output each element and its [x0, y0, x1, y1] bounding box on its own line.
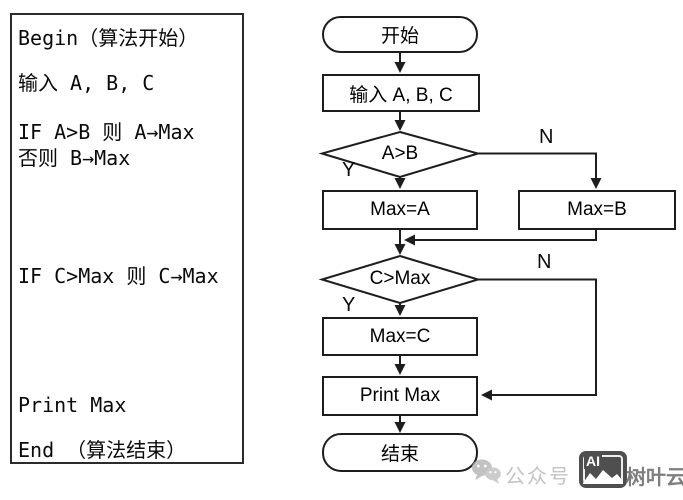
arrowhead-left-icon [404, 234, 415, 246]
max-b-process-box: Max=B [518, 190, 676, 230]
arrowhead-down-icon [394, 62, 406, 73]
edge-decision2-no [478, 278, 597, 396]
pseudocode-line: End （算法结束） [18, 438, 187, 462]
pseudocode-line: IF A>B 则 A→Max [18, 120, 195, 144]
print-max-label: Print Max [359, 385, 441, 406]
pseudocode-line: Print Max [18, 393, 127, 417]
pseudocode-line: 输入 A, B, C [18, 71, 155, 95]
start-label: 开始 [380, 26, 419, 47]
arrowhead-down-icon [394, 244, 406, 255]
pseudocode-line: 否则 B→Max [18, 146, 131, 170]
arrowhead-down-icon [394, 305, 406, 316]
max-b-label: Max=B [567, 199, 627, 220]
arrowhead-down-icon [394, 364, 406, 375]
input-process-box: 输入 A, B, C [322, 74, 480, 112]
end-terminal: 结束 [322, 433, 478, 472]
branch-no-label: N [537, 251, 552, 273]
arrowhead-down-icon [394, 422, 406, 433]
start-terminal: 开始 [322, 16, 478, 53]
max-c-label: Max=C [369, 325, 431, 347]
decision-cmax-label: C>Max [369, 267, 431, 289]
input-label: 输入 A, B, C [349, 84, 453, 106]
branch-yes-label: Y [342, 294, 356, 316]
pseudocode-line: Begin（算法开始） [18, 26, 199, 50]
pseudocode-panel: Begin（算法开始） 输入 A, B, C IF A>B 则 A→Max 否则… [10, 13, 244, 464]
arrowhead-down-icon [394, 120, 406, 131]
pseudocode-line: IF C>Max 则 C→Max [18, 264, 219, 288]
arrowhead-down-icon [394, 178, 406, 189]
max-a-process-box: Max=A [322, 190, 478, 230]
decision-ab-label: A>B [381, 142, 419, 164]
branch-yes-label: Y [342, 159, 356, 181]
max-c-process-box: Max=C [322, 317, 478, 356]
decision-diamond-ab [318, 130, 482, 179]
arrowhead-down-icon [590, 178, 602, 189]
decision-diamond-cmax [318, 254, 482, 305]
print-max-process-box: Print Max [322, 376, 478, 416]
max-a-label: Max=A [370, 199, 430, 220]
decision-ab-label-box: A>B [322, 133, 478, 174]
edge-decision1-no [478, 152, 597, 180]
end-label: 结束 [380, 444, 419, 465]
branch-no-label: N [539, 126, 554, 148]
arrowhead-left-icon [481, 389, 492, 401]
edge-maxb-join [414, 230, 597, 241]
decision-cmax-label-box: C>Max [322, 257, 478, 300]
